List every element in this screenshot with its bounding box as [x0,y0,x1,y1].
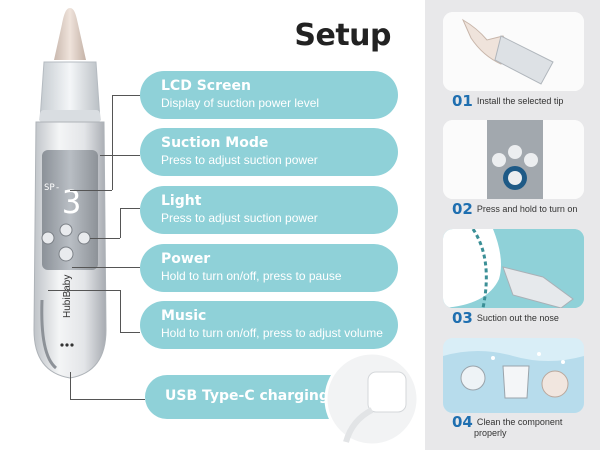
feature-heading: Light [161,193,202,209]
step-number: 02 [452,200,473,218]
feature-heading: Power [161,251,211,267]
feature-heading: LCD Screen [161,78,251,94]
setup-panel: Setup SP- 3 HubiBaby [33,8,420,447]
connector-music-h2 [48,290,120,291]
connector-usb-v [70,372,71,399]
connector-light-v [120,208,121,238]
display-mode: SP- [44,183,61,193]
feature-heading: Music [161,308,207,324]
feature-heading: USB Type-C charging [165,388,329,404]
connector-light [120,208,140,209]
feature-suction-mode: Suction Mode Press to adjust suction pow… [140,128,398,176]
step-text: Install the selected tip [476,96,564,106]
step-3-image [443,229,584,308]
connector-usb [70,399,145,400]
step-number: 03 [452,309,473,327]
step-text: Press and hold to turn on [476,204,578,214]
connector-lcd-v [112,95,113,190]
step-2-image [443,120,584,199]
feature-music: Music Hold to turn on/off, press to adju… [140,301,398,349]
feature-heading: Suction Mode [161,135,269,151]
connector-light-h2 [90,238,120,239]
feature-desc: Press to adjust suction power [161,153,318,167]
usb-cable-image [324,351,420,447]
page-title: Setup [294,18,391,53]
feature-light: Light Press to adjust suction power [140,186,398,234]
step-text: Suction out the nose [476,313,559,323]
connector-power [72,267,140,268]
connector-music-v [120,290,121,332]
aspirator-device-image [33,8,107,379]
feature-lcd-screen: LCD Screen Display of suction power leve… [140,71,398,119]
step-text-line2: properly [474,428,507,438]
step-4-image [443,338,584,413]
feature-desc: Press to adjust suction power [161,211,318,225]
feature-power: Power Hold to turn on/off, press to paus… [140,244,398,292]
connector-music [120,332,140,333]
feature-desc: Hold to turn on/off, press to adjust vol… [161,326,383,340]
feature-desc: Hold to turn on/off, press to pause [161,269,342,283]
step-text: Clean the component [476,417,563,427]
step-number: 04 [452,413,473,431]
connector-lcd-h2 [70,190,112,191]
feature-desc: Display of suction power level [161,96,320,110]
connector-suction [100,155,140,156]
step-number: 01 [452,92,473,110]
step-1-image [443,12,584,91]
display-level: 3 [62,183,82,221]
connector-lcd [112,95,142,96]
